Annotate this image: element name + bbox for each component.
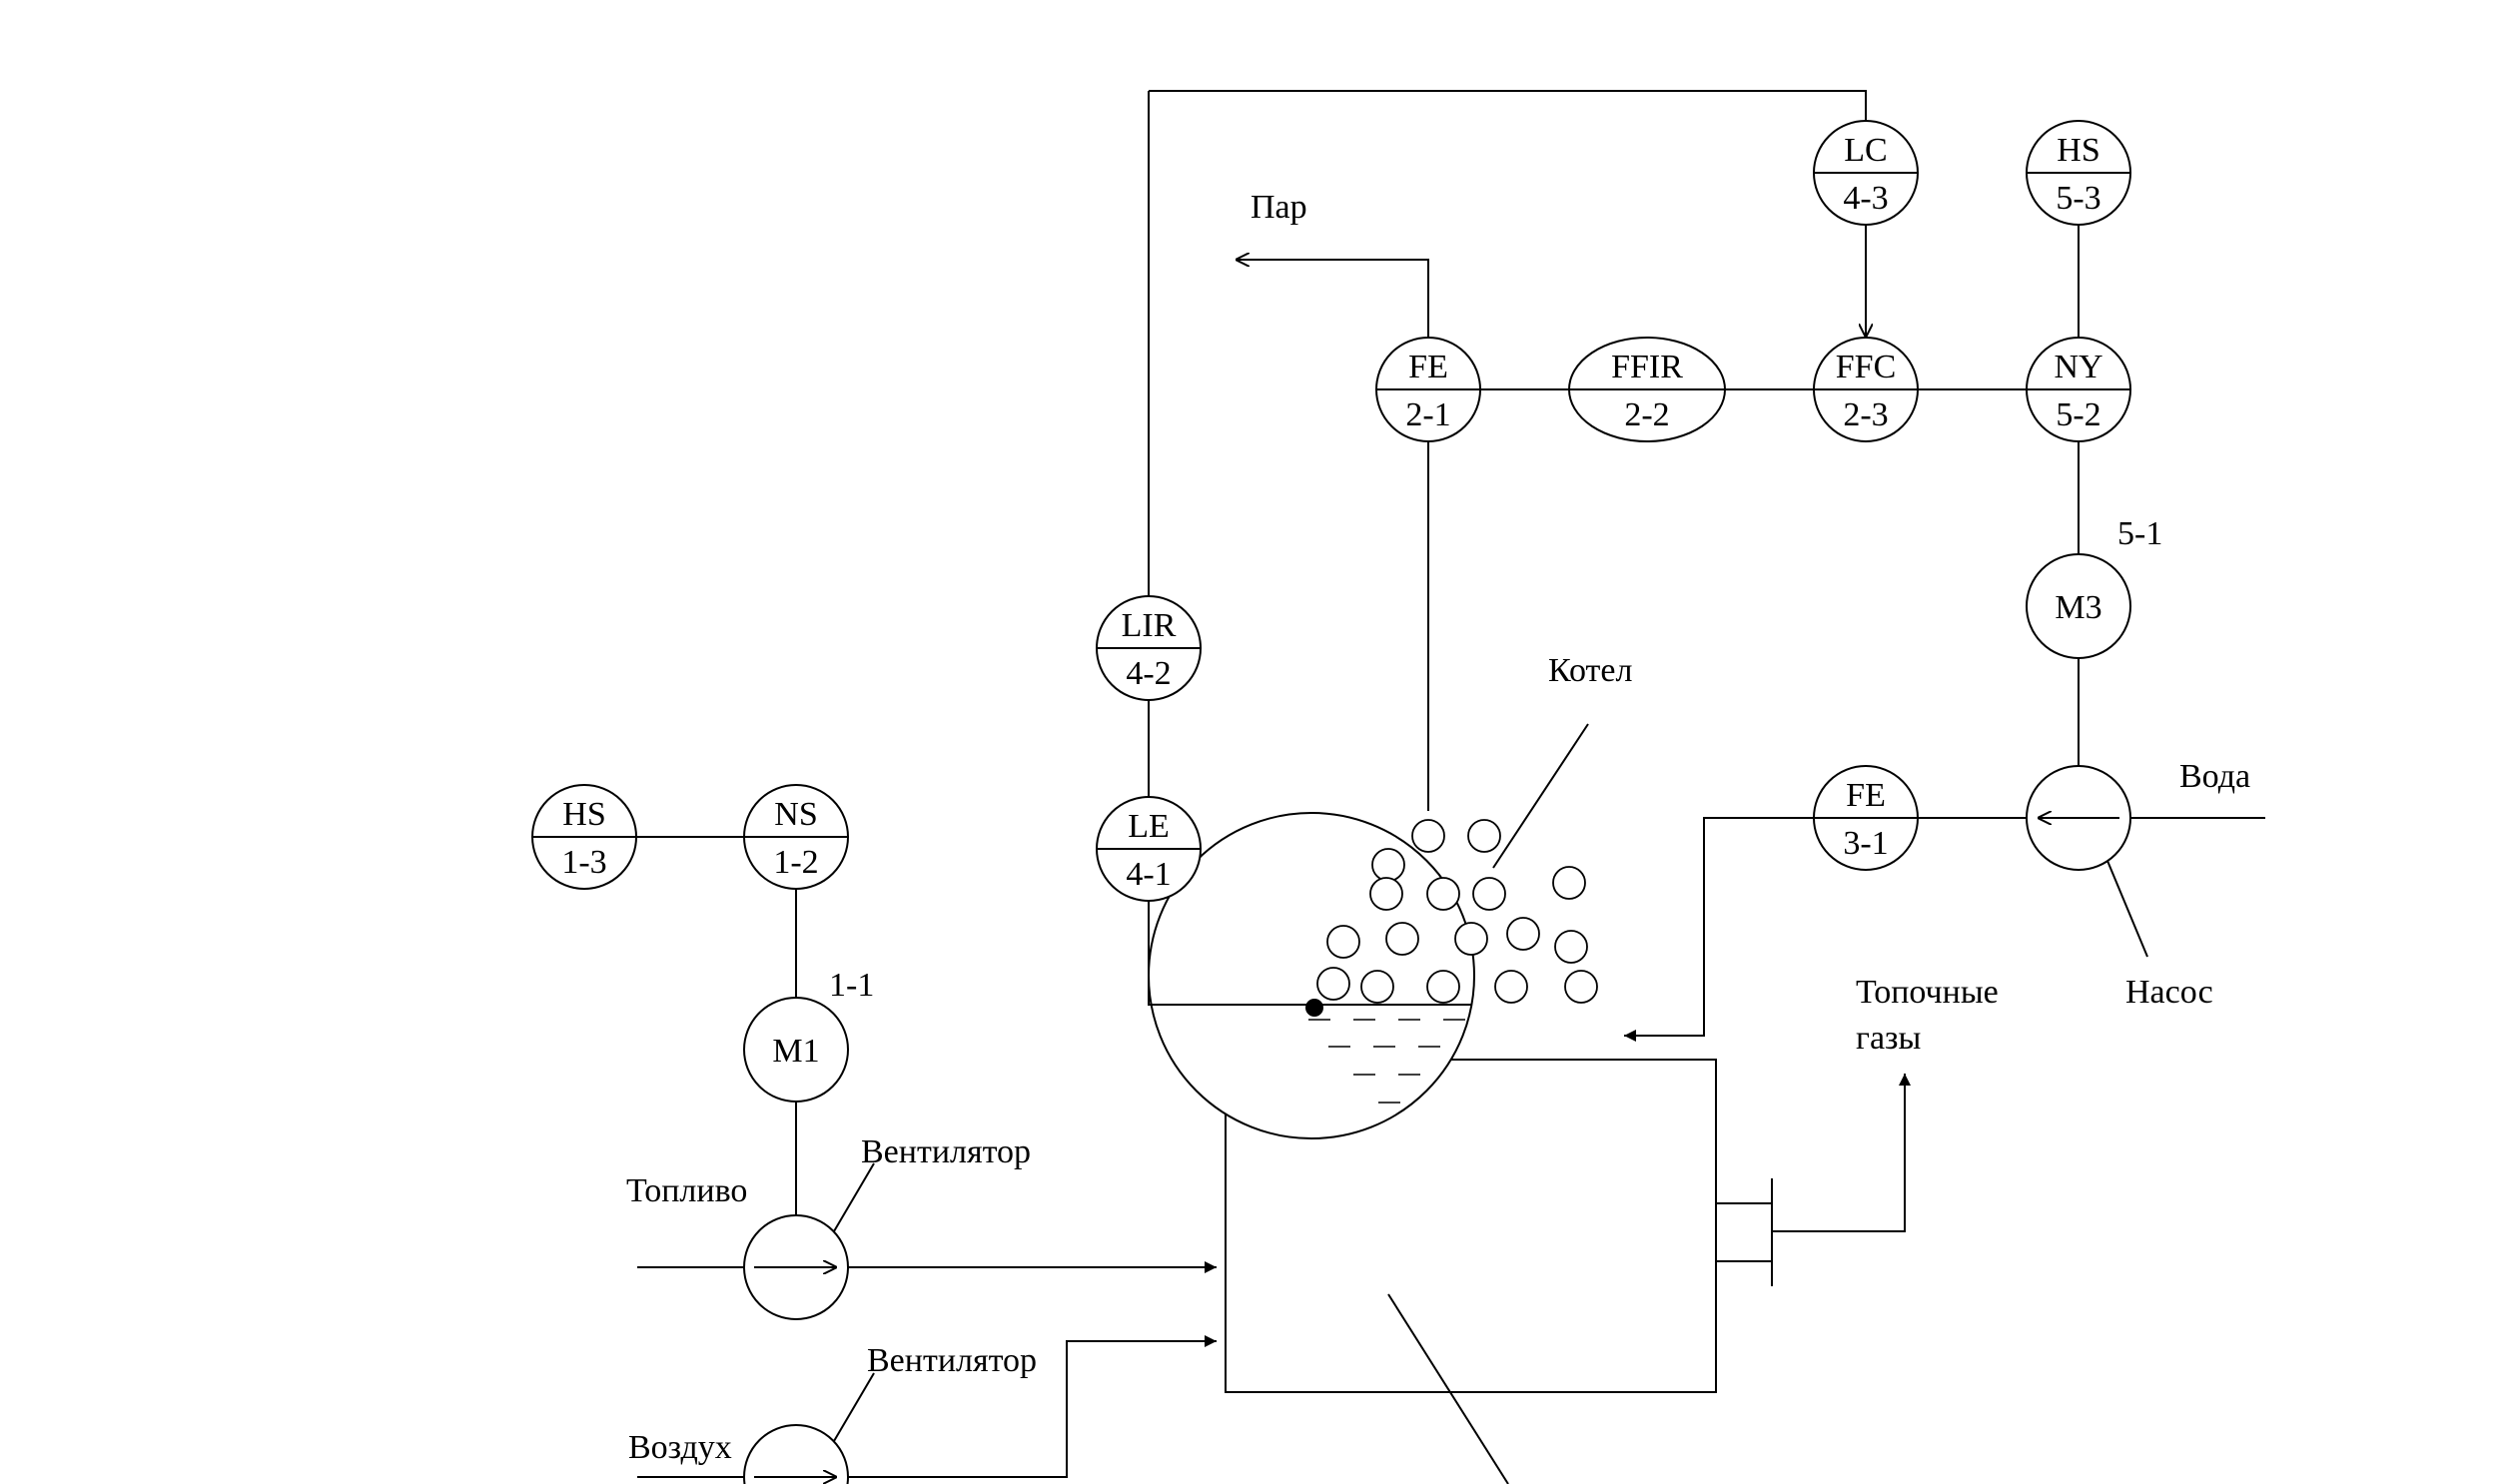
pump-leader xyxy=(2106,860,2148,958)
motor-m3: M3 xyxy=(2026,553,2131,659)
steam-bubble xyxy=(1360,970,1394,1004)
instrument-fe21-function: FE xyxy=(1408,349,1448,385)
fan-air-leader xyxy=(833,1372,875,1442)
instrument-lc43: LC 4-3 xyxy=(1813,120,1919,226)
steam-bubble xyxy=(1411,819,1445,853)
fan-air-circle xyxy=(743,1424,849,1484)
motor-m1-circle xyxy=(743,997,849,1103)
steam-bubble xyxy=(1494,970,1528,1004)
instrument-lir42-number: 4-2 xyxy=(1126,655,1171,692)
steam-bubble xyxy=(1506,917,1540,951)
text-labels: Пар Котел Вода Насос Топочные газы Топли… xyxy=(626,189,2250,1466)
instrument-ns12: NS 1-2 xyxy=(743,784,849,890)
steam-bubble xyxy=(1385,922,1419,956)
instrument-fe31-number: 3-1 xyxy=(1843,825,1888,862)
steam-bubble xyxy=(1426,970,1460,1004)
label-air: Воздух xyxy=(628,1429,732,1466)
steam-bubble xyxy=(1564,970,1598,1004)
instrument-ffir22-function: FFIR xyxy=(1611,349,1683,385)
level-sensor-tap xyxy=(1305,999,1323,1017)
furnace-box xyxy=(1225,1059,1717,1393)
instrument-hs13-function: HS xyxy=(562,796,605,833)
instrument-ffc23: FFC 2-3 xyxy=(1813,337,1919,442)
steam-bubble xyxy=(1316,967,1350,1001)
arrow-water-to-drum xyxy=(1624,817,1814,1042)
fan-air xyxy=(743,1372,875,1484)
label-fan-fuel: Вентилятор xyxy=(861,1133,1031,1170)
boiler-leader-line xyxy=(1492,723,1589,869)
instrument-le41: LE 4-1 xyxy=(1096,796,1202,902)
label-flue-gases-line1: Топочные xyxy=(1856,974,1999,1011)
instrument-le41-number: 4-1 xyxy=(1126,856,1171,893)
instrument-lir42: LIR 4-2 xyxy=(1096,595,1202,701)
steam-bubble xyxy=(1369,877,1403,911)
instrument-ns12-function: NS xyxy=(774,796,817,833)
instrument-hs13-number: 1-3 xyxy=(561,844,606,881)
steam-bubble xyxy=(1426,877,1460,911)
instrument-ffc23-number: 2-3 xyxy=(1843,396,1888,433)
fan-fuel xyxy=(743,1162,875,1320)
furnace xyxy=(1225,1059,1773,1484)
instrument-ny52-function: NY xyxy=(2054,349,2102,385)
steam-bubble xyxy=(1371,848,1405,882)
instrument-ffir22: FFIR 2-2 xyxy=(1568,337,1726,442)
instrument-ny52-number: 5-2 xyxy=(2056,396,2100,433)
label-fuel: Топливо xyxy=(626,1172,747,1209)
instrument-lir42-function: LIR xyxy=(1122,607,1177,644)
label-fan-air: Вентилятор xyxy=(867,1342,1037,1379)
steam-bubble xyxy=(1554,930,1588,964)
steam-bubble xyxy=(1552,866,1586,900)
instrument-fe31-function: FE xyxy=(1846,777,1886,814)
instrument-hs53: HS 5-3 xyxy=(2026,120,2131,226)
steam-bubble xyxy=(1467,819,1501,853)
arrow-air-to-furnace xyxy=(796,1335,1217,1478)
pump xyxy=(2026,765,2148,958)
motor-m3-circle xyxy=(2026,553,2131,659)
label-steam: Пар xyxy=(1251,189,1307,226)
instrument-hs53-function: HS xyxy=(2057,132,2099,169)
label-boiler: Котел xyxy=(1548,652,1632,689)
instrument-lc43-number: 4-3 xyxy=(1843,180,1888,217)
label-pump: Насос xyxy=(2125,974,2213,1011)
instrument-fe21: FE 2-1 xyxy=(1375,337,1481,442)
label-flue-gases-line2: газы xyxy=(1856,1020,1921,1057)
instrument-ffc23-function: FFC xyxy=(1836,349,1897,385)
steam-bubble xyxy=(1454,922,1488,956)
motor-m3-label: M3 xyxy=(2055,589,2101,626)
label-position-1-1: 1-1 xyxy=(829,967,874,1004)
instrument-ffir22-number: 2-2 xyxy=(1624,396,1669,433)
instrument-le41-function: LE xyxy=(1128,808,1170,845)
instrument-hs13: HS 1-3 xyxy=(531,784,637,890)
instrument-ny52: NY 5-2 xyxy=(2026,337,2131,442)
instrument-ns12-number: 1-2 xyxy=(773,844,818,881)
arrow-steam-out xyxy=(1236,260,1429,338)
arrow-flue-gases xyxy=(1772,1074,1911,1232)
boiler-drum xyxy=(1148,723,1598,1139)
steam-bubble xyxy=(1326,925,1360,959)
fan-fuel-leader xyxy=(833,1162,875,1232)
furnace-leader-line xyxy=(1387,1293,1509,1484)
connection-lines xyxy=(637,90,2265,1478)
instrument-lc43-function: LC xyxy=(1844,132,1887,169)
motor-m1-label: M1 xyxy=(772,1033,819,1070)
instrument-bubbles: HS1-3NS1-2LE4-1LIR4-2FE2-1FFIR2-2FFC2-3L… xyxy=(531,120,2131,902)
label-water: Вода xyxy=(2179,758,2250,795)
instrument-hs53-number: 5-3 xyxy=(2056,180,2100,217)
label-position-5-1: 5-1 xyxy=(2117,515,2162,552)
line-top-loop xyxy=(1149,90,1867,135)
drum-steam-bubbles xyxy=(1316,819,1598,1004)
steam-bubble xyxy=(1472,877,1506,911)
instrument-fe21-number: 2-1 xyxy=(1405,396,1450,433)
instrument-fe31: FE 3-1 xyxy=(1813,765,1919,871)
motor-m1: M1 xyxy=(743,997,849,1103)
